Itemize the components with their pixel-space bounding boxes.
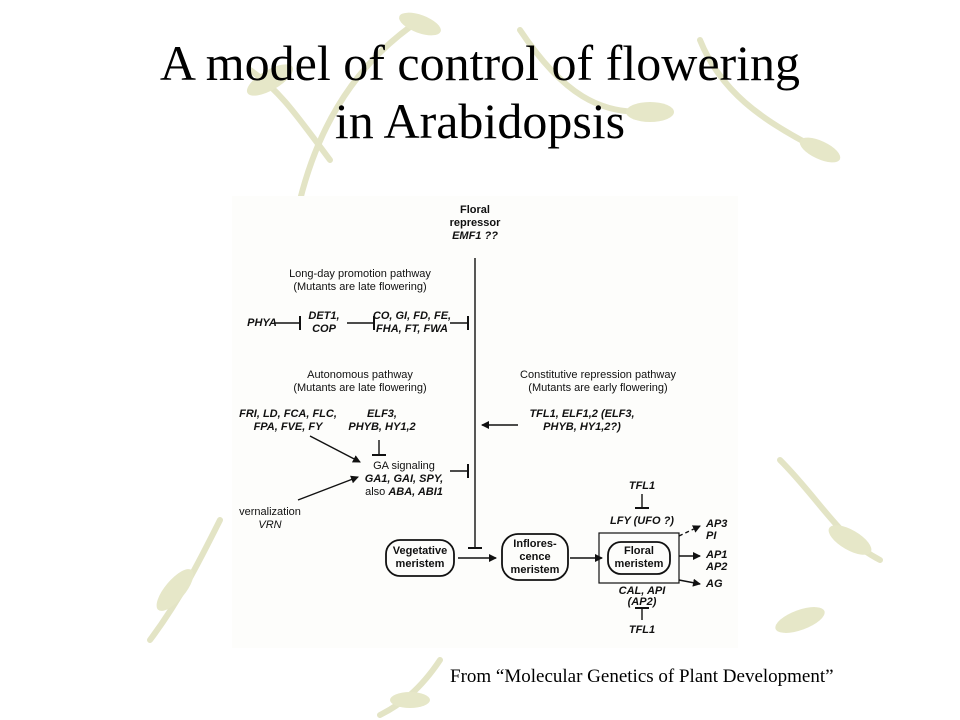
tfl1-top-label: TFL1 — [628, 480, 656, 492]
floral-label-2: meristem — [614, 558, 664, 570]
inflorescence-label-3: meristem — [510, 564, 560, 576]
ap1-label: AP1 — [706, 549, 728, 561]
vern-label: vernalization — [239, 506, 301, 518]
autonomous-title: Autonomous pathway — [307, 369, 413, 381]
vegetative-label-1: Vegetative — [392, 545, 448, 557]
vern-arrow — [297, 475, 359, 501]
diagram-connectors — [274, 258, 701, 620]
long-day-genes-1: CO, GI, FD, FE, — [372, 310, 452, 322]
floral-box — [607, 541, 671, 575]
phyb-label: PHYB, HY1,2 — [348, 421, 416, 433]
ga-genes-1: GA1, GAI, SPY, — [364, 473, 444, 485]
autonomous-genes-2: FPA, FVE, FY — [253, 421, 323, 433]
inflorescence-box — [501, 533, 569, 581]
inflorescence-label-2: cence — [519, 551, 551, 563]
ap2-label: AP2 — [706, 561, 728, 573]
ga-title: GA signaling — [373, 460, 435, 472]
cop-label: COP — [312, 323, 336, 335]
constitutive-genes-2: PHYB, HY1,2?) — [543, 421, 621, 433]
repressor-label-1: Floral — [460, 204, 490, 216]
tfl1-bottom-label: TFL1 — [628, 624, 656, 636]
det1-label: DET1, — [308, 310, 340, 322]
fri-arrow — [309, 435, 361, 463]
long-day-genes-2: FHA, FT, FWA — [376, 323, 448, 335]
long-day-title: Long-day promotion pathway — [289, 268, 431, 280]
ga-genes-2: also ABA, ABI1 — [365, 486, 443, 499]
long-day-note: (Mutants are late flowering) — [293, 281, 427, 293]
cal-label-1: CAL, API — [618, 585, 666, 597]
autonomous-genes-1: FRI, LD, FCA, FLC, — [239, 408, 337, 420]
repressor-label-2: repressor — [449, 217, 501, 229]
title-line-2: in Arabidopsis — [334, 93, 626, 149]
lfy-label: LFY (UFO ?) — [610, 515, 674, 527]
source-credit: From “Molecular Genetics of Plant Develo… — [450, 666, 834, 687]
ga-aba: ABA, ABI1 — [388, 486, 443, 498]
constitutive-note: (Mutants are early flowering) — [528, 382, 668, 394]
title-line-1: A model of control of flowering — [159, 35, 801, 91]
slide-title: A model of control of flowering in Arabi… — [0, 34, 960, 150]
ag-arrow — [678, 578, 701, 587]
ga-also: also — [365, 486, 386, 498]
ag-label: AG — [706, 578, 723, 590]
inflorescence-label-1: Inflores- — [513, 538, 557, 550]
cal-label-2: (AP2) — [627, 596, 657, 608]
pi-label: PI — [706, 530, 717, 542]
repressor-gene: EMF1 ?? — [452, 230, 498, 242]
ap3-label: AP3 — [706, 518, 728, 530]
vrn-label: VRN — [258, 519, 282, 531]
vegetative-label-2: meristem — [395, 558, 445, 570]
constitutive-title: Constitutive repression pathway — [520, 369, 676, 381]
vegetative-box — [385, 539, 455, 577]
elf3-label: ELF3, — [367, 408, 397, 420]
autonomous-note: (Mutants are late flowering) — [293, 382, 427, 394]
constitutive-genes-1: TFL1, ELF1,2 (ELF3, — [529, 408, 635, 420]
floral-label-1: Floral — [624, 545, 654, 557]
phya-label: PHYA — [247, 317, 277, 329]
ap3-arrow — [678, 525, 701, 537]
flowering-model-diagram: Floral repressor EMF1 ?? Long-day promot… — [232, 196, 738, 648]
